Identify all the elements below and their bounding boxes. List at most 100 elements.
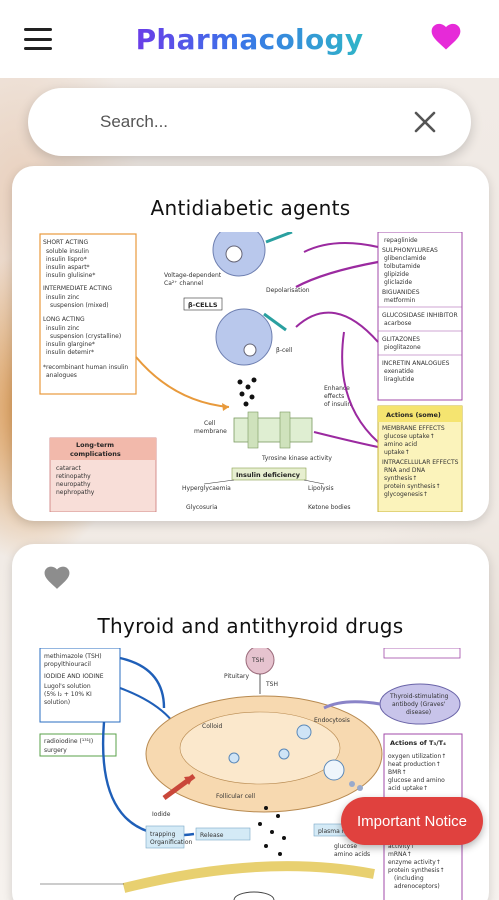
diagram-text: analogues	[46, 372, 77, 379]
diagram-text: solution)	[44, 699, 70, 706]
diagram-text: cataract	[56, 465, 81, 472]
diagram-text: INTERMEDIATE ACTING	[43, 285, 112, 292]
diagram-text: soluble insulin	[46, 248, 89, 255]
diagram-text: insulin lispro*	[46, 256, 87, 263]
important-notice-button[interactable]: Important Notice	[341, 797, 483, 845]
diagram-text: Actions (some)	[386, 411, 441, 419]
diagram-text: of insulin	[324, 401, 351, 408]
diagram-text: enzyme activity↑	[388, 859, 441, 866]
diagram-text: (including	[394, 875, 424, 882]
diagram-text: antibody (Graves'	[392, 701, 446, 708]
diagram-text: MEMBRANE EFFECTS	[382, 425, 445, 432]
heart-outline-icon[interactable]	[44, 566, 70, 590]
diagram-text: Follicular cell	[216, 793, 255, 800]
diagram-text: effects	[324, 393, 344, 400]
diagram-text: amino acid	[384, 441, 417, 448]
app-title: Pharmacology	[135, 22, 364, 56]
diagram-text: Lugol's solution	[44, 683, 91, 690]
diagram-text: adrenoceptors)	[394, 883, 440, 890]
diagram-text: nephropathy	[56, 489, 95, 496]
diagram-text: Colloid	[202, 723, 223, 730]
diagram-text: Release	[200, 832, 224, 839]
diagram-text: tolbutamide	[384, 263, 421, 270]
app-bar: Pharmacology	[0, 0, 499, 78]
diagram-text: uptake↑	[384, 449, 410, 456]
hamburger-menu-icon[interactable]	[24, 28, 52, 50]
diagram-text: SULPHONYLUREAS	[382, 247, 438, 254]
topic-card-antidiabetic[interactable]: Antidiabetic agents SHORT ACTING soluble…	[12, 166, 489, 521]
diagram-text: insulin detemir*	[46, 349, 94, 356]
diagram-text: Organification	[150, 839, 192, 846]
diagram-text: BMR↑	[388, 769, 407, 776]
diagram-text: retinopathy	[56, 473, 91, 480]
card-title: Thyroid and antithyroid drugs	[97, 614, 404, 638]
diagram-text: Depolarisation	[266, 287, 310, 294]
diagram-text: insulin zinc	[46, 325, 79, 332]
diagram-text: INTRACELLULAR EFFECTS	[382, 459, 459, 466]
diagram-text: insulin glulisine*	[46, 272, 95, 279]
search-bar	[28, 88, 471, 156]
diagram-text: pioglitazone	[384, 344, 421, 351]
diagram-text: *recombinant human insulin	[43, 364, 128, 371]
diagram-text: amino acids	[334, 851, 370, 858]
card-title: Antidiabetic agents	[150, 196, 351, 220]
diagram-text: glucose	[334, 843, 357, 850]
diagram-text: LONG ACTING	[43, 316, 85, 323]
diagram-text: Pituitary	[224, 673, 249, 680]
diagram-text: synthesis↑	[384, 475, 417, 482]
diagram-text: Ketone bodies	[308, 504, 351, 511]
diagram-text: insulin aspart*	[46, 264, 90, 271]
search-input[interactable]	[100, 112, 380, 132]
topic-card-thyroid[interactable]: Thyroid and antithyroid drugs methimazol…	[12, 544, 489, 900]
diagram-text: suspension (mixed)	[50, 302, 109, 309]
diagram-text: protein synthesis↑	[384, 483, 441, 490]
diagram-text: surgery	[44, 747, 67, 754]
diagram-text: SHORT ACTING	[43, 239, 88, 246]
diagram-text: radioiodine (¹³¹I)	[44, 738, 93, 745]
heart-icon[interactable]	[431, 23, 461, 51]
diagram-text: Iodide	[152, 811, 171, 818]
diagram-text: oxygen utilization↑	[388, 753, 446, 760]
diagram-text: GLITAZONES	[382, 336, 420, 343]
diagram-text: Thyroid-stimulating	[389, 693, 449, 700]
diagram-text: glycogenesis↑	[384, 491, 428, 498]
diagram-text: Insulin deficiency	[236, 471, 301, 479]
diagram-text: Actions of T₃/T₄	[390, 739, 446, 747]
diagram-text: Hyperglycaemia	[182, 485, 231, 492]
diagram-text: Long-term	[76, 441, 114, 449]
diagram-text: glibenclamide	[384, 255, 426, 262]
diagram-text: Enhance	[324, 385, 350, 392]
diagram-text: methimazole (TSH)	[44, 653, 102, 660]
diagram-text: activity↑	[388, 843, 415, 850]
diagram-text: insulin glargine*	[46, 341, 95, 348]
diagram-text: glucose uptake↑	[384, 433, 435, 440]
diagram-text: mRNA↑	[388, 851, 412, 858]
diagram-text: glipizide	[384, 271, 409, 278]
diagram-text: heat production↑	[388, 761, 441, 768]
diagram-text: Lipolysis	[308, 485, 334, 492]
diagram-text: suspension (crystalline)	[50, 333, 121, 340]
diagram-text: RNA and DNA	[384, 467, 426, 474]
diagram-text: GLUCOSIDASE INHIBITOR	[382, 312, 458, 319]
diagram-text: protein synthesis↑	[388, 867, 445, 874]
diagram-text: acid uptake↑	[388, 785, 428, 792]
topic-diagram-image: methimazole (TSH) propylthiouracil IODID…	[34, 648, 467, 900]
diagram-text: propylthiouracil	[44, 661, 91, 668]
diagram-text: Cell	[204, 420, 216, 427]
diagram-text: disease)	[406, 709, 431, 716]
diagram-text: Glycosuria	[186, 504, 218, 511]
diagram-text: Voltage-dependent	[164, 272, 222, 279]
diagram-text: metformin	[384, 297, 416, 304]
close-icon[interactable]	[413, 110, 437, 134]
diagram-text: INCRETIN ANALOGUES	[382, 360, 450, 367]
diagram-text: TSH	[251, 657, 264, 664]
diagram-text: exenatide	[384, 368, 414, 375]
diagram-text: TSH	[265, 681, 278, 688]
diagram-text: acarbose	[384, 320, 412, 327]
diagram-text: liraglutide	[384, 376, 415, 383]
diagram-text: trapping	[150, 831, 176, 838]
diagram-text: gliclazide	[384, 279, 412, 286]
diagram-text: membrane	[194, 428, 227, 435]
topic-diagram-image: SHORT ACTING soluble insulin insulin lis…	[34, 232, 467, 512]
diagram-text: Ca²⁺ channel	[164, 280, 203, 287]
